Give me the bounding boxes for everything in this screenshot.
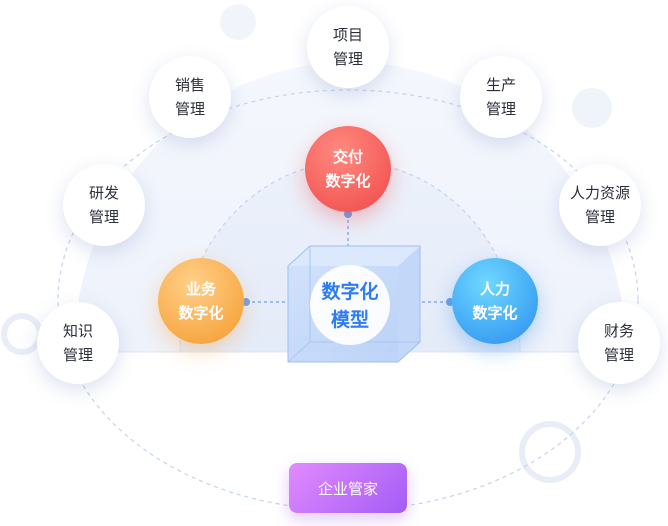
node-label-line1: 知识 [62, 322, 93, 340]
core-hr-digitalization[interactable]: 人力 数字化 [452, 258, 538, 344]
decor-circle [220, 4, 256, 40]
node-rnd-management[interactable]: 研发 管理 [63, 164, 145, 246]
node-knowledge-management[interactable]: 知识 管理 [37, 302, 119, 384]
enterprise-steward-button[interactable]: 企业管家 [289, 463, 407, 513]
node-label-line2: 管理 [603, 346, 634, 364]
node-finance-management[interactable]: 财务 管理 [578, 302, 660, 384]
core-label-line1: 交付 [332, 148, 363, 166]
decor-ring [1, 313, 43, 355]
node-label-line2: 管理 [62, 346, 93, 364]
node-label-line2: 管理 [485, 100, 516, 118]
center-label-line1: 数字化 [321, 281, 379, 303]
core-label-line2: 数字化 [178, 304, 224, 322]
decor-ring [519, 421, 581, 483]
model-cube [287, 245, 421, 363]
core-label-line1: 业务 [185, 280, 216, 298]
node-label-line1: 人力资源 [569, 184, 630, 202]
node-label-line1: 研发 [88, 184, 119, 202]
node-production-management[interactable]: 生产 管理 [460, 56, 542, 138]
node-label-line1: 销售 [174, 76, 205, 94]
node-sales-management[interactable]: 销售 管理 [149, 56, 231, 138]
node-label-line2: 管理 [584, 208, 615, 226]
node-label-line1: 项目 [332, 26, 363, 44]
node-label-line1: 财务 [603, 322, 634, 340]
core-label-line2: 数字化 [472, 304, 518, 322]
node-hr-management[interactable]: 人力资源 管理 [559, 164, 641, 246]
node-label-line2: 管理 [88, 208, 119, 226]
node-project-management[interactable]: 项目 管理 [307, 6, 389, 88]
core-delivery-digitalization[interactable]: 交付 数字化 [305, 126, 391, 212]
core-label-line2: 数字化 [325, 172, 371, 190]
center-label-line2: 模型 [330, 309, 369, 331]
decor-circle [572, 88, 612, 128]
node-label-line2: 管理 [174, 100, 205, 118]
core-label-line1: 人力 [479, 280, 510, 298]
node-label-line2: 管理 [332, 50, 363, 68]
digital-model-label: 数字化 模型 [300, 266, 400, 346]
node-label-line1: 生产 [485, 76, 516, 94]
core-business-digitalization[interactable]: 业务 数字化 [158, 258, 244, 344]
